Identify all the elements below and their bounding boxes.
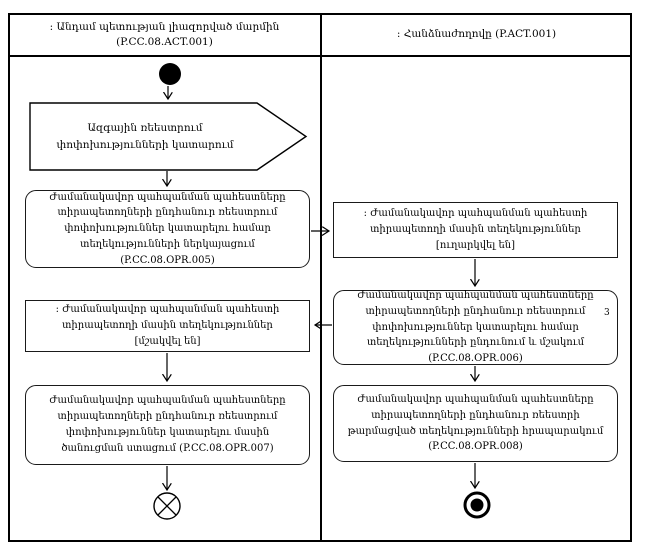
flow-final-node-icon [153,492,181,520]
swimlane-left-header: : Անդամ պետության լիազորված մարմին (P.CC… [8,13,321,57]
swimlane-left-title: : Անդամ պետության լիազորված մարմին (P.CC… [49,20,280,48]
object-node-info-processed: : Ժամանակավոր պահպանման պահեստի տիրապետո… [25,300,310,352]
swimlane-right-header: : Հանձնաժողովը (P.ACT.001) [321,13,632,57]
action-node-opr005: Ժամանակավոր պահպանման պահեստները տիրապետ… [25,190,310,268]
start-node-icon [159,63,181,85]
send-signal-shape [29,102,308,171]
object-node-info-sent: : Ժամանակավոր պահպանման պահեստի տիրապետո… [333,202,618,258]
action-node-opr008: Ժամանակավոր պահպանման պահեստները տիրապետ… [333,385,618,462]
opr006-side-marker: 3 [604,308,610,318]
activity-final-node-icon [463,491,491,519]
action-node-opr007: Ժամանակավոր պահպանման պահեստները տիրապետ… [25,385,310,465]
send-signal-label: Ազգային ռեեստրում փոփոխությունների կատար… [56,121,234,151]
lane-divider [320,13,322,542]
action-node-opr006: Ժամանակավոր պահպանման պահեստները տիրապետ… [333,290,618,365]
swimlane-right-title: : Հանձնաժողովը (P.ACT.001) [396,28,557,41]
